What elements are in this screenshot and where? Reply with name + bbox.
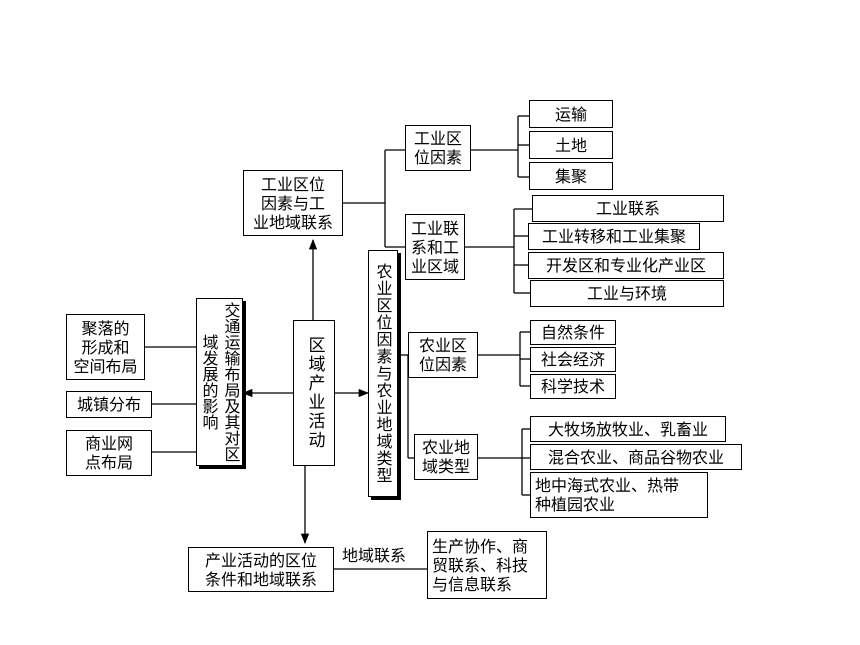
bottom-result: 生产协作、商 贸联系、科技 与信息联系 (427, 531, 547, 599)
agriculture-title: 农业区位因素与农业地域类型 (368, 250, 398, 497)
transport-item: 商业网 点布局 (66, 430, 152, 476)
transport-title: 交通运输布局及其对区域发展的影响 (196, 298, 243, 466)
industry-factors: 工业区 位因素 (405, 125, 471, 171)
bottom-title: 产业活动的区位 条件和地域联系 (188, 547, 334, 592)
industry-linkage-item: 开发区和专业化产业区 (528, 252, 724, 279)
agriculture-type-item: 混合农业、商品谷物农业 (530, 444, 742, 470)
transport-item: 城镇分布 (66, 391, 152, 418)
transport-item: 聚落的 形成和 空间布局 (66, 314, 145, 380)
industry-linkage: 工业联 系和工 业区域 (405, 214, 465, 280)
agriculture-factor-item: 自然条件 (530, 320, 616, 345)
industry-linkage-item: 工业转移和工业集聚 (528, 223, 700, 250)
agriculture-factor-item: 社会经济 (530, 347, 616, 372)
industry-factor-item: 集聚 (529, 162, 613, 190)
agriculture-factor-item: 科学技术 (530, 374, 616, 399)
industry-factor-item: 运输 (529, 100, 613, 128)
link-label: 地域联系 (342, 546, 407, 565)
industry-linkage-item: 工业联系 (532, 195, 724, 222)
industry-factor-item: 土地 (529, 131, 613, 159)
agriculture-type-item: 大牧场放牧业、乳畜业 (530, 416, 726, 442)
agriculture-factors: 农业区 位因素 (408, 332, 478, 378)
agriculture-type-item: 地中海式农业、热带 种植园农业 (530, 472, 708, 518)
center-node: 区域产业活动 (293, 320, 335, 466)
industry-title: 工业区位 因素与工 业地域联系 (243, 170, 343, 236)
agriculture-types: 农业地 域类型 (414, 434, 478, 480)
industry-linkage-item: 工业与环境 (530, 280, 724, 307)
